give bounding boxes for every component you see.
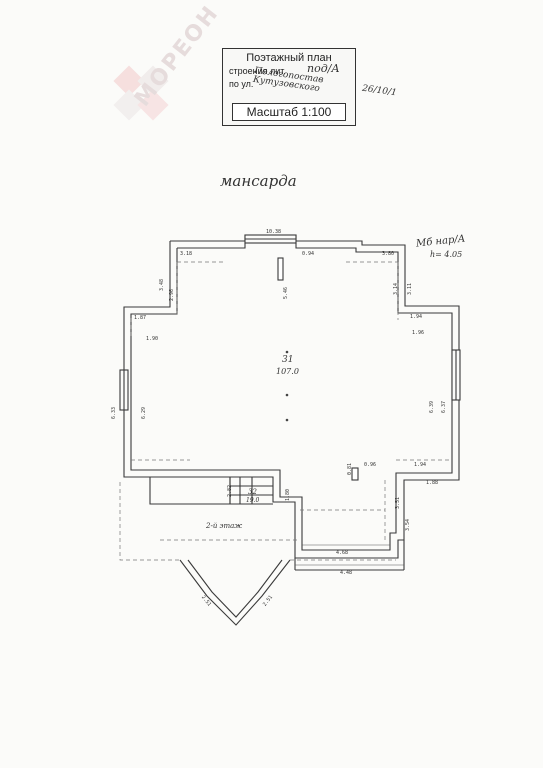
dim-right-low: 1.94 xyxy=(414,462,427,468)
dim-left-wall: 6.33 xyxy=(111,406,118,420)
dim-inner-small2: 0.96 xyxy=(364,462,377,468)
stair-outline xyxy=(149,477,231,505)
bay-outline xyxy=(179,559,291,626)
dim-right-step-inner: 1.96 xyxy=(412,330,425,336)
dim-right-wall: 6.39 xyxy=(429,400,436,414)
side-note-line2: h= 4.05 xyxy=(430,250,463,259)
dim-inner-small: 0.81 xyxy=(347,462,354,476)
dim-d2: 3.80 xyxy=(382,251,395,257)
column-top xyxy=(277,257,284,281)
ceiling-point-3 xyxy=(285,418,289,422)
dim-d1: 3.18 xyxy=(180,251,193,257)
floor-title: мансарда xyxy=(220,172,297,190)
scale-box: Масштаб 1:100 xyxy=(232,103,346,121)
room-31-number: 31 xyxy=(282,355,294,365)
dim-left-step: 1.87 xyxy=(134,315,147,321)
dim-top-window: 10.38 xyxy=(266,229,282,235)
dim-right-low2: 1.88 xyxy=(426,480,439,486)
dim-left-top-inner: 2.96 xyxy=(169,288,176,302)
stair-label: 2-й этаж xyxy=(206,522,243,530)
ceiling-point-1 xyxy=(285,350,289,354)
dim-left-wall-inner: 6.29 xyxy=(141,406,148,420)
room-32-area: 19.0 xyxy=(246,497,260,504)
dim-right-vert2: 3.54 xyxy=(405,518,412,532)
dim-right-vert: 3.51 xyxy=(395,496,402,510)
dim-d4: 5.46 xyxy=(283,286,290,300)
stamp-street-label: по ул. xyxy=(229,79,254,89)
dim-right-top-inner: 3.14 xyxy=(393,282,400,296)
dim-stair-h: 2.82 xyxy=(227,484,234,498)
room-32-number: 32 xyxy=(248,488,257,496)
dim-right-wall-inner: 6.37 xyxy=(441,400,448,414)
dim-left-top: 3.48 xyxy=(159,278,166,292)
stamp-title: Поэтажный план xyxy=(246,52,332,64)
dim-d3: 0.94 xyxy=(302,251,315,257)
room-31-area: 107.0 xyxy=(276,367,299,376)
inner-wall xyxy=(130,242,453,551)
stamp-building-value: под/А xyxy=(307,62,340,75)
ceiling-point-2 xyxy=(285,393,289,397)
dim-bottom-inner: 4.68 xyxy=(336,550,349,556)
column-right xyxy=(351,467,359,481)
dim-bottom-outer: 4.48 xyxy=(340,570,353,576)
dim-stair-w: 1.80 xyxy=(285,488,292,502)
dim-left-step-inner: 1.90 xyxy=(146,336,159,342)
dim-right-top: 3.11 xyxy=(407,282,414,296)
stamp-building-label: строения лит. xyxy=(229,66,286,76)
dim-right-step: 1.94 xyxy=(410,314,423,320)
